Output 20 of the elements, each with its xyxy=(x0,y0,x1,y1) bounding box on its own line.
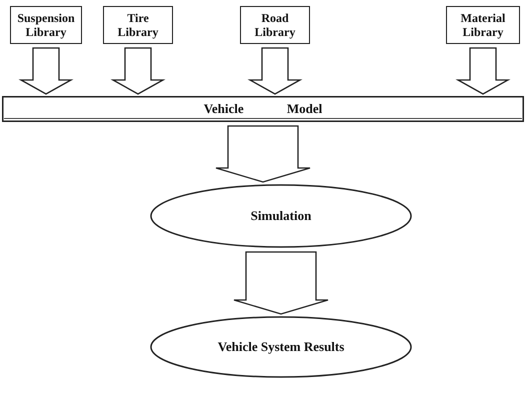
node-label: Simulation xyxy=(250,208,312,224)
process-ellipse xyxy=(150,316,412,378)
block-arrow xyxy=(215,125,311,183)
library-box xyxy=(446,6,520,44)
process-ellipse xyxy=(150,184,412,248)
node-label: Vehicle System Results xyxy=(218,339,344,355)
node-label: Road Library xyxy=(254,10,296,40)
block-arrow xyxy=(248,47,302,95)
node-label: Vehicle Model xyxy=(204,101,322,117)
library-box xyxy=(103,6,173,44)
node-label: Tire Library xyxy=(116,10,160,40)
library-box xyxy=(240,6,310,44)
model-band xyxy=(2,96,524,122)
node-label: Suspension Library xyxy=(17,10,75,40)
library-box xyxy=(10,6,82,44)
block-arrow xyxy=(456,47,510,95)
block-arrow xyxy=(110,47,166,95)
node-label: Material Library xyxy=(460,10,506,40)
block-arrow xyxy=(233,251,329,315)
block-arrow xyxy=(18,47,74,95)
